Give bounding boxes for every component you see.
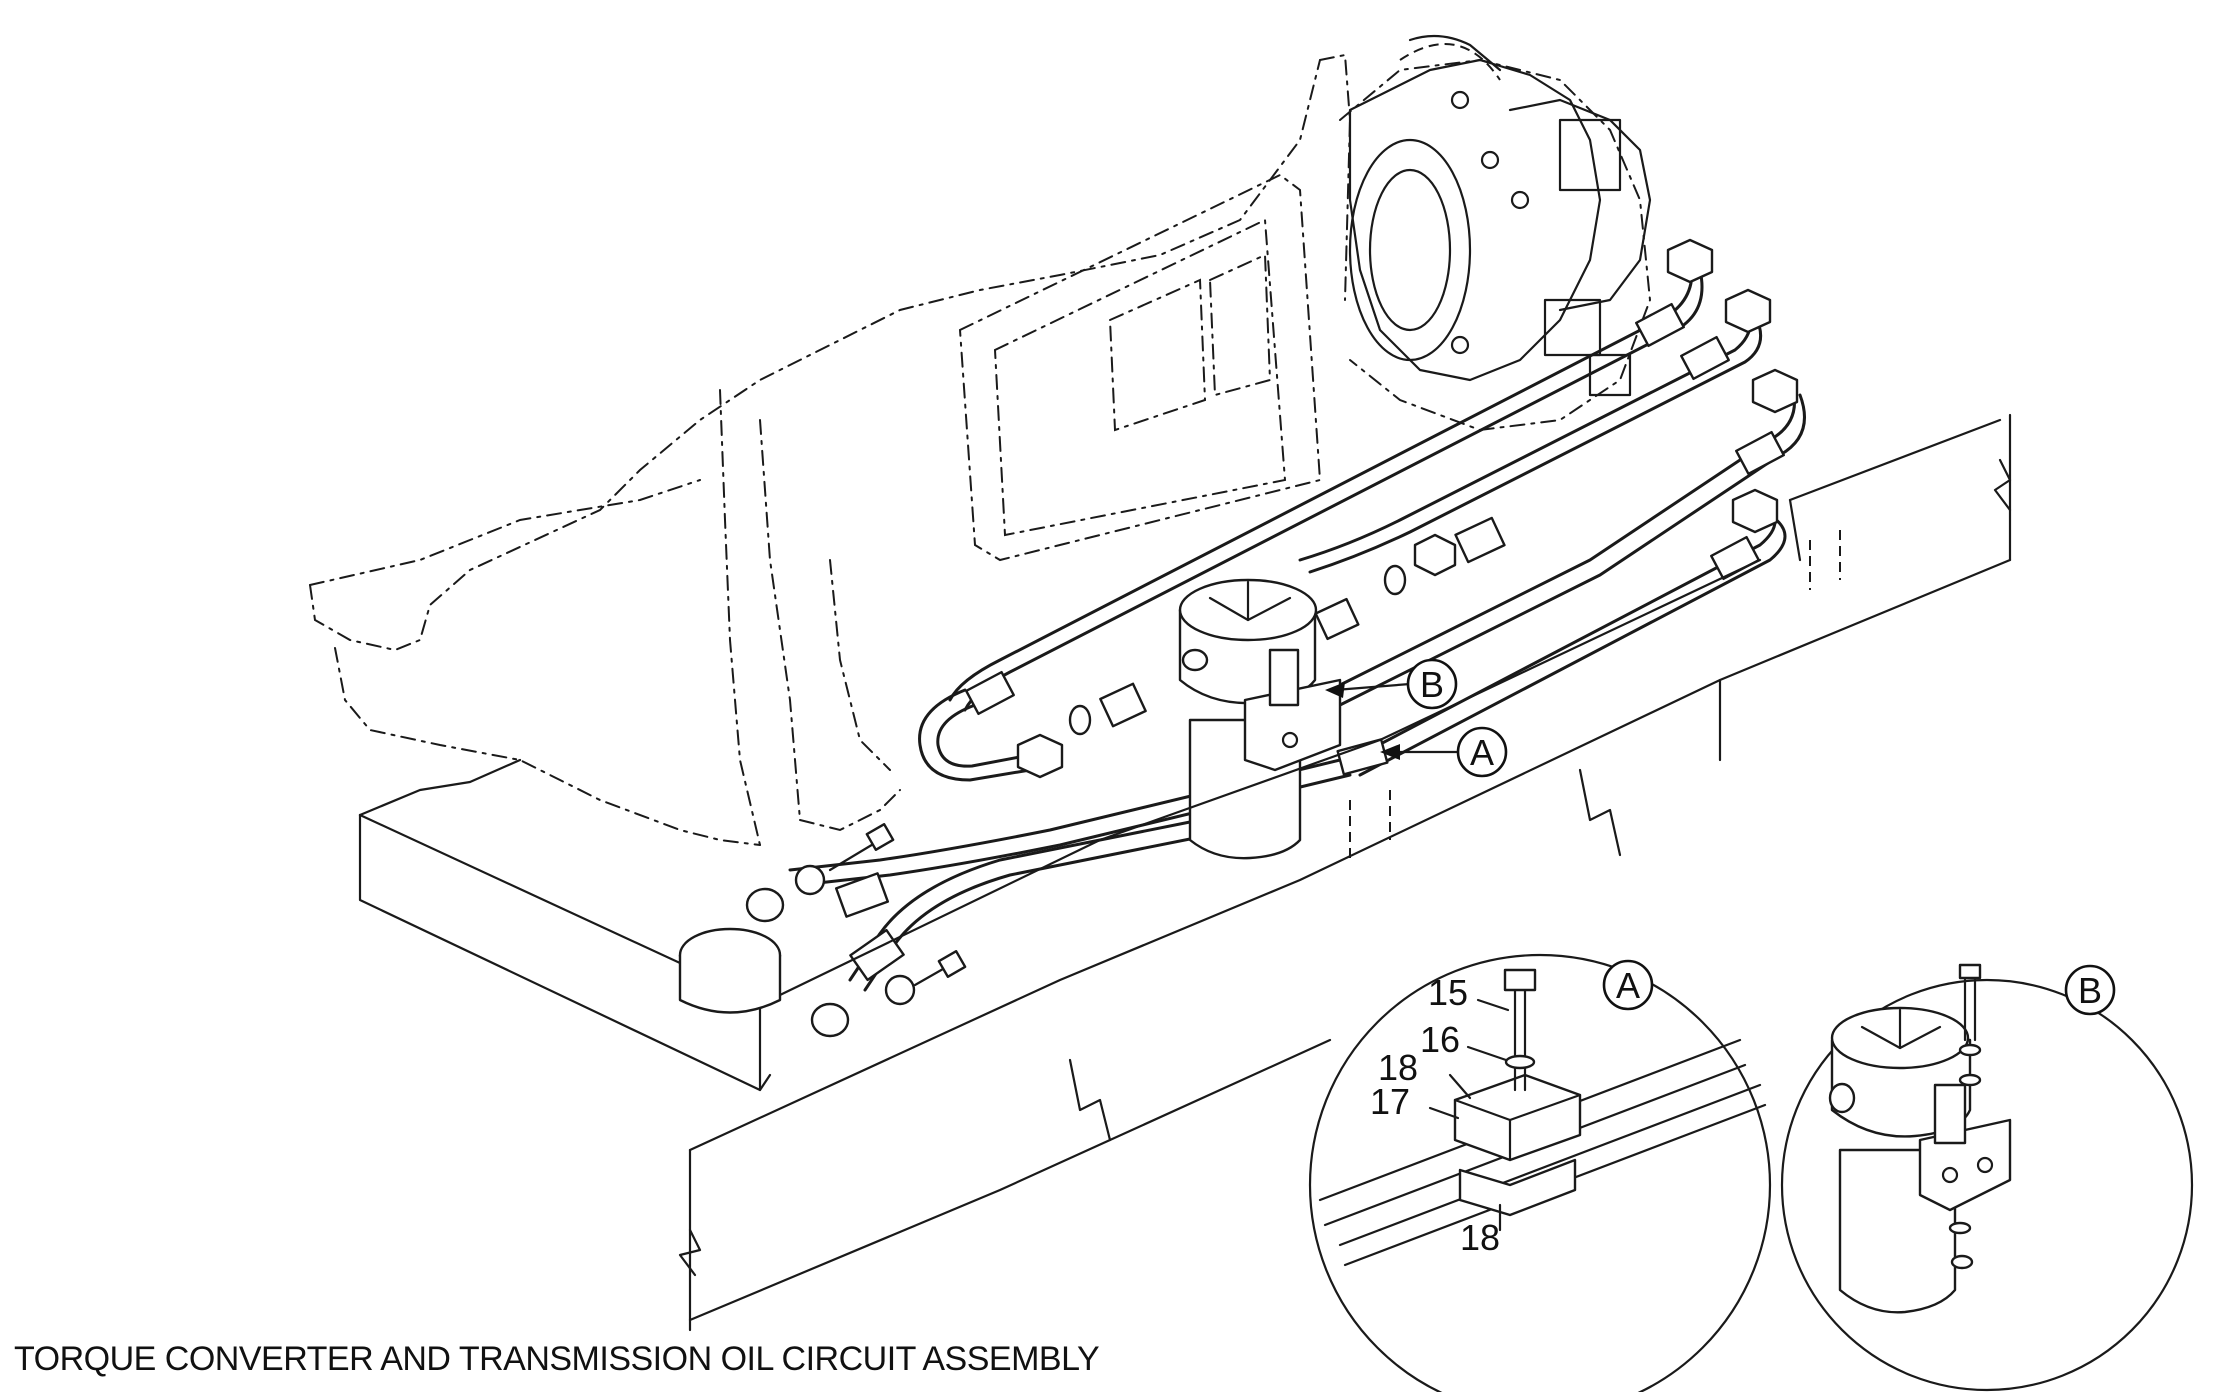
frame-rails [358,413,2012,1332]
detail-b-letter: B [2078,970,2102,1011]
transmission-housing [1348,34,1652,397]
callout-b: B [1325,658,1458,710]
part-18-upper-label: 18 [1378,1047,1418,1088]
phantom-engine-outline [309,53,1652,846]
callout-a-letter: A [1470,732,1494,773]
callout-b-letter: B [1420,664,1444,705]
detail-b-view: B [1780,963,2194,1392]
hose-fittings [745,238,1799,1038]
part-17-label: 17 [1370,1081,1410,1122]
diagram-title: TORQUE CONVERTER AND TRANSMISSION OIL CI… [14,1340,1100,1378]
part-18-lower-label: 18 [1460,1217,1500,1258]
detail-a-view: A 15 16 18 17 18 [1308,953,1772,1392]
part-16-label: 16 [1420,1019,1460,1060]
part-15-label: 15 [1428,972,1468,1013]
detail-a-letter: A [1616,965,1640,1006]
callout-a: A [1380,726,1508,778]
